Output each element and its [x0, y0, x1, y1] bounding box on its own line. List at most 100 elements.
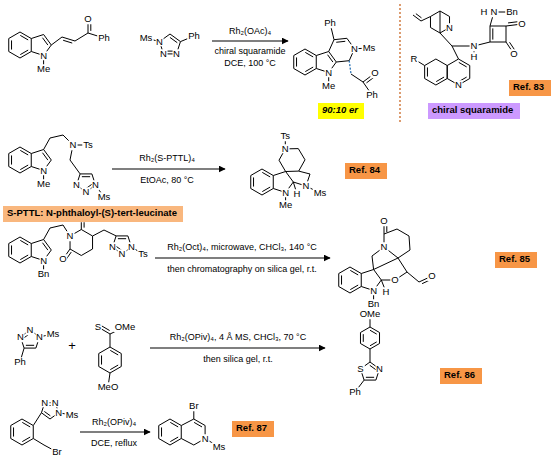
- atom-label: N: [118, 249, 127, 259]
- box-text: Ref. 87: [236, 423, 267, 433]
- bond: [20, 255, 28, 260]
- bond: [416, 14, 422, 18]
- atom-label: Me: [321, 81, 336, 91]
- box-text: Ref. 83: [513, 82, 544, 92]
- bond: [101, 355, 102, 364]
- atom-label: N: [350, 44, 359, 54]
- atom-label: N: [51, 398, 60, 408]
- atom-label: N: [35, 332, 44, 342]
- reference-box: Ref. 87: [232, 421, 274, 437]
- reagent-text: DCE, reflux: [90, 439, 138, 448]
- atom-label: H: [382, 287, 391, 297]
- box-text: S-PTTL: N-phthaloyl-(S)-tert-leucinate: [7, 208, 177, 218]
- atom-label: O: [390, 275, 399, 285]
- atom-label: Ms: [65, 410, 80, 420]
- bond: [11, 40, 12, 49]
- bond: [110, 365, 118, 370]
- atom-label: O: [370, 68, 379, 78]
- atom-label: Me: [36, 64, 51, 74]
- bond: [251, 169, 274, 195]
- bond: [262, 172, 270, 177]
- bond: [350, 270, 358, 275]
- atom-label: Ph: [13, 357, 27, 367]
- atom-label: Br: [188, 401, 200, 411]
- atom-label: N: [26, 325, 35, 335]
- atom-label: Ts: [82, 140, 94, 150]
- atom-label: N: [54, 408, 63, 418]
- bond: [13, 427, 14, 436]
- reagent-text: Rh₂(OPiv)₄: [91, 418, 137, 427]
- bond: [440, 11, 441, 33]
- reagent-text: then silica gel, r.t.: [202, 355, 274, 364]
- bond: [366, 377, 374, 378]
- bond: [11, 419, 34, 445]
- bond: [11, 155, 12, 164]
- note-box: S-PTTL: N-phthaloyl-(S)-tert-leucinate: [3, 206, 183, 222]
- bond: [161, 427, 162, 436]
- bond: [370, 349, 371, 362]
- atom-label: OMe: [114, 322, 137, 332]
- atom-label: N: [108, 242, 117, 252]
- bond: [305, 67, 313, 72]
- box-text: Ref. 85: [499, 254, 530, 264]
- atom-label: Ph: [348, 387, 362, 397]
- bond: [42, 38, 47, 45]
- bond: [9, 32, 32, 58]
- bond: [490, 26, 506, 42]
- atom-label: Ms: [139, 33, 154, 43]
- atom-label: R: [410, 54, 419, 64]
- atom-label: Ms: [212, 442, 227, 452]
- atom-label: O: [517, 19, 526, 29]
- bond: [427, 67, 428, 76]
- atom-label: H: [480, 7, 489, 17]
- atom-label: O: [427, 271, 436, 281]
- bond: [492, 28, 493, 39]
- atom-label: Ts: [280, 131, 292, 141]
- bond: [9, 237, 32, 263]
- bond: [363, 334, 364, 342]
- reagent-text: chiral squaramide: [213, 47, 286, 56]
- atom-label: Bn: [37, 269, 51, 279]
- atom-label: N: [369, 286, 378, 296]
- bond: [82, 176, 90, 177]
- atom-label: N: [40, 398, 49, 408]
- box-text: 90:10 er: [322, 105, 358, 115]
- atom-label: N: [454, 80, 463, 90]
- atom-label: Ts: [137, 249, 149, 259]
- atom-label: Me: [36, 179, 51, 189]
- bond: [336, 41, 345, 43]
- atom-label: Ms: [46, 329, 61, 339]
- reaction-arrow: [212, 40, 288, 41]
- bond: [262, 187, 270, 192]
- bond: [42, 153, 47, 160]
- box-text: chiral squaramide: [432, 105, 513, 115]
- atom-label: N: [470, 41, 479, 51]
- atom-label: Bn: [367, 299, 381, 309]
- atom-label: N: [281, 188, 290, 198]
- bond: [350, 285, 358, 290]
- bond: [20, 240, 28, 245]
- bond: [170, 437, 178, 442]
- bond: [305, 52, 313, 57]
- reaction-arrow: [150, 347, 325, 348]
- atom-label: OMe: [359, 309, 382, 319]
- reagent-text: Rh₂(Oct)₄, microwave, CHCl₃, 140 °C: [166, 243, 317, 252]
- bond: [425, 59, 448, 85]
- atom-label: Bn: [505, 7, 519, 17]
- atom-label: N: [380, 242, 389, 252]
- atom-label: Ms: [313, 188, 328, 198]
- atom-label: Br: [51, 447, 63, 457]
- reference-box: Ref. 85: [495, 252, 537, 268]
- stereo-bond: [349, 61, 351, 74]
- bond: [110, 350, 118, 355]
- atom-label: N: [82, 187, 91, 197]
- box-text: Ref. 84: [349, 165, 380, 175]
- atom-label: Ph: [97, 33, 111, 43]
- atom-label: N: [69, 140, 78, 150]
- atom-label: S: [94, 322, 102, 332]
- bond: [20, 165, 28, 170]
- bond: [170, 422, 178, 427]
- atom-label: N: [39, 166, 48, 176]
- atom-label: N: [66, 231, 75, 241]
